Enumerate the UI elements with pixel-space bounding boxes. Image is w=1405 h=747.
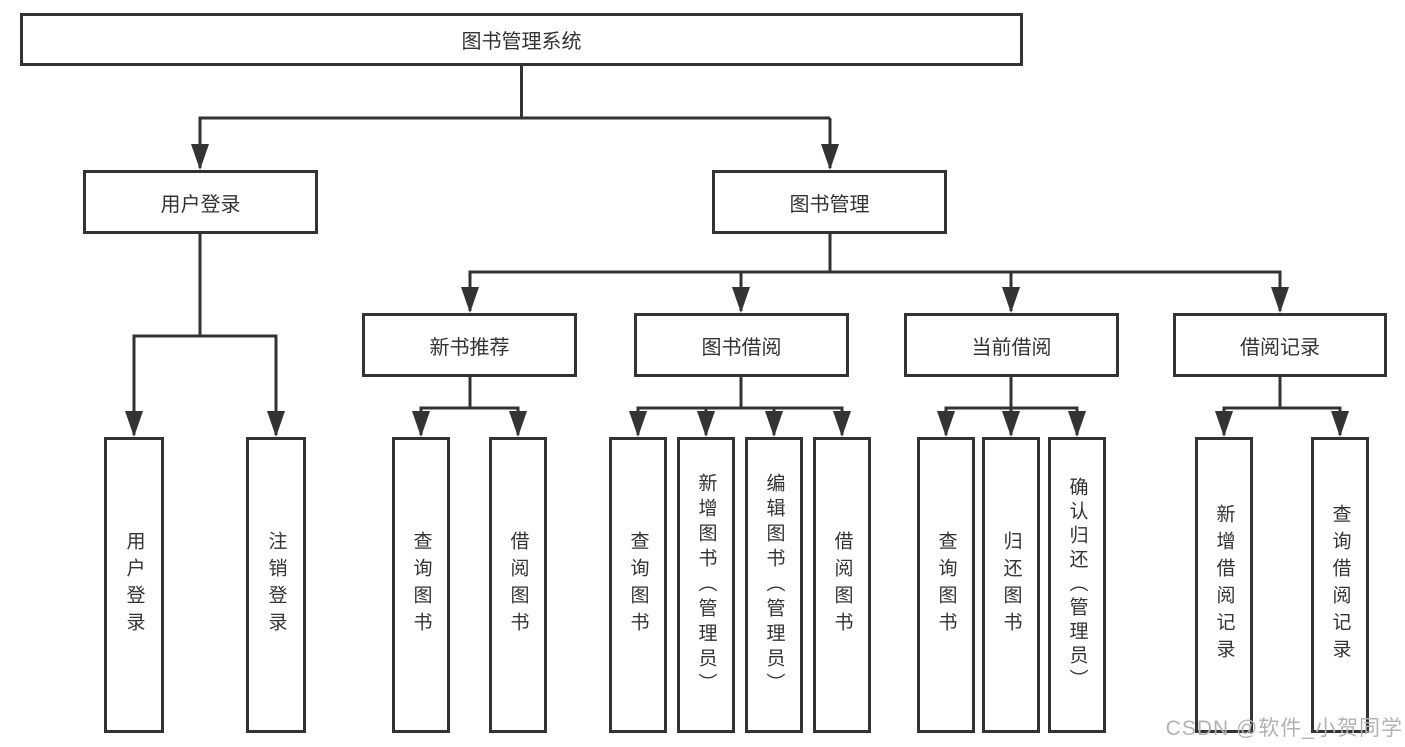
leaf-newbook-query-book: 查询图书 [392,437,450,733]
node-book-management: 图书管理 [712,170,947,234]
leaf-record-query-record: 查询借阅记录 [1311,437,1369,733]
leaf-newbook-borrow-book: 借阅图书 [489,437,547,733]
csdn-watermark: CSDN @软件_小贺同学 [1165,717,1403,740]
leaf-current-query-book: 查询图书 [917,437,975,733]
node-book-borrow: 图书借阅 [634,313,849,377]
node-borrow-record: 借阅记录 [1173,313,1387,377]
leaf-user-login: 用户登录 [104,437,164,733]
node-new-book-recommend: 新书推荐 [362,313,577,377]
node-current-borrow: 当前借阅 [904,313,1119,377]
node-user-login: 用户登录 [83,170,318,234]
leaf-current-return-book: 归还图书 [982,437,1040,733]
leaf-current-confirm-return-admin: 确认归还（管理员） [1048,437,1106,733]
leaf-borrow-edit-book-admin: 编辑图书（管理员） [745,437,803,733]
connector-lines [125,66,1349,437]
leaf-record-add-record: 新增借阅记录 [1195,437,1253,733]
leaf-borrow-borrow-book: 借阅图书 [813,437,871,733]
leaf-logout: 注销登录 [246,437,306,733]
leaf-borrow-query-book: 查询图书 [609,437,667,733]
leaf-borrow-add-book-admin: 新增图书（管理员） [677,437,735,733]
node-root-system: 图书管理系统 [20,13,1023,66]
